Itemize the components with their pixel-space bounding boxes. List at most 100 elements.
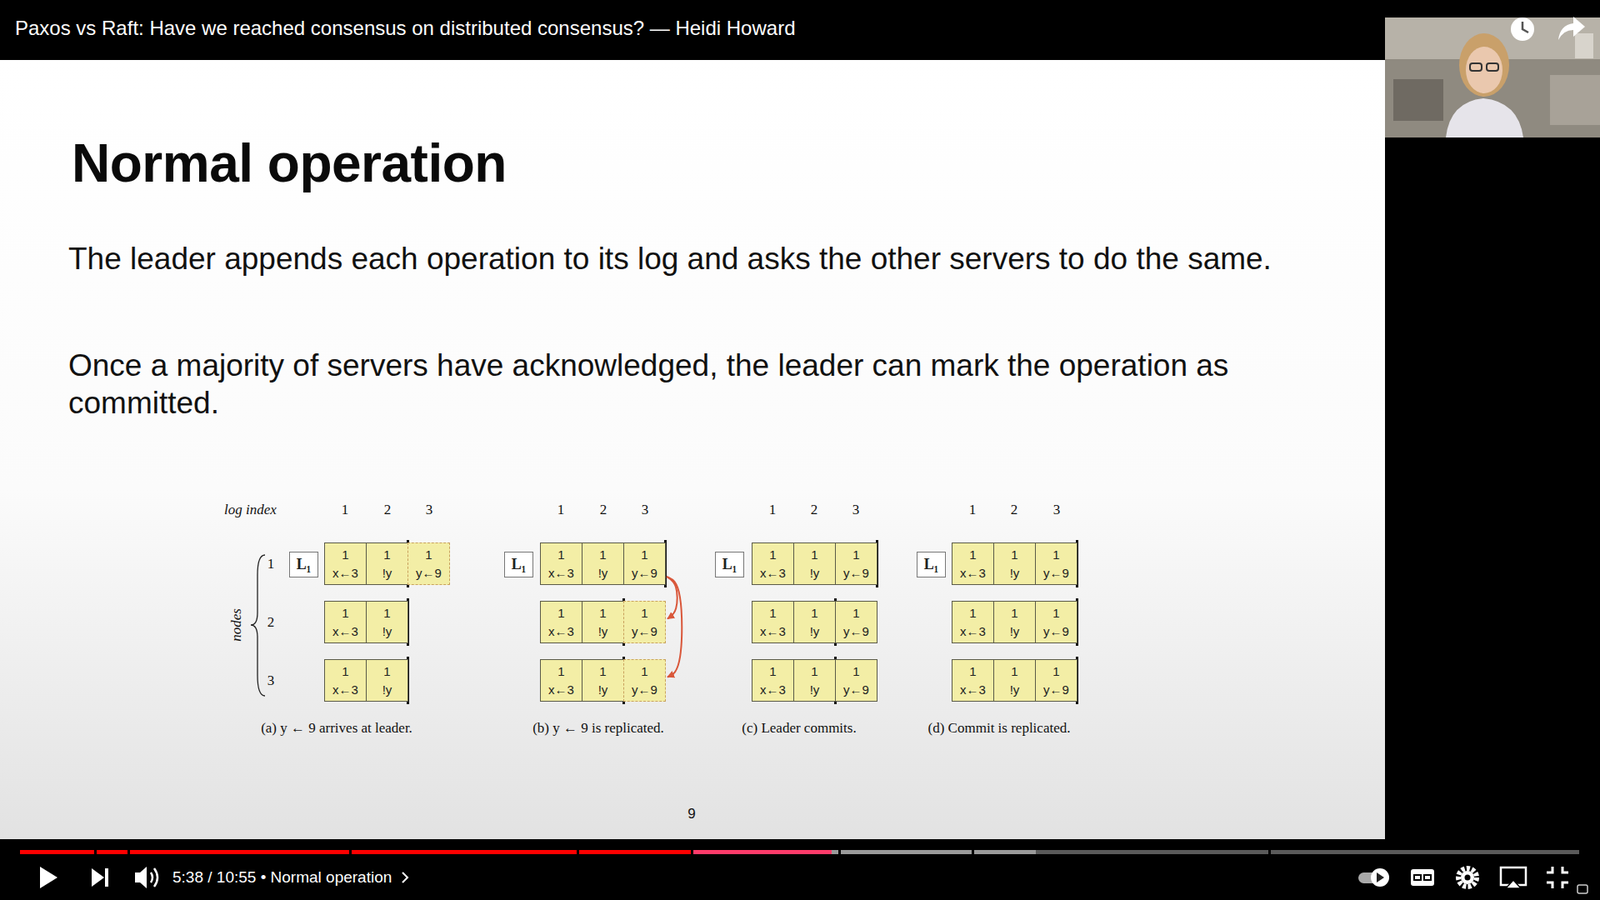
label-text: 2 <box>810 501 819 518</box>
label-text: nodes <box>228 608 245 642</box>
log-entry: 1y←9 <box>1035 542 1078 585</box>
video-title: Paxos vs Raft: Have we reached consensus… <box>15 16 795 40</box>
term-number: 1 <box>810 664 818 679</box>
term-number: 1 <box>599 605 606 620</box>
term-number: 1 <box>810 605 818 620</box>
webcam <box>1385 17 1600 138</box>
term-number: 1 <box>1010 605 1018 620</box>
term-number: 1 <box>341 664 349 679</box>
log-command: !y <box>810 624 820 639</box>
log-entry: 1y←9 <box>407 542 450 585</box>
chapter-chevron <box>398 869 412 886</box>
label-text: Once a majority of servers have acknowle… <box>68 348 1229 420</box>
log-entry: 1y←9 <box>835 600 878 644</box>
log-entry: 1 !y <box>793 600 836 644</box>
label-text: 3 <box>1053 501 1061 518</box>
leader-label: L₁ <box>296 555 311 574</box>
log-command: !y <box>810 565 820 580</box>
leader-marker: L₁ <box>715 551 745 578</box>
body-text: Once a majority of servers have acknowle… <box>68 346 1294 422</box>
log-entry: 1 !y <box>581 659 625 702</box>
slide-number: 9 <box>687 805 695 823</box>
settings-icon <box>1458 868 1477 887</box>
log-command: !y <box>1010 565 1020 580</box>
label-text: 2 <box>384 501 392 518</box>
slide-title: Normal operation <box>71 132 507 195</box>
log-entry: 1y←9 <box>835 659 878 702</box>
label-text: (d) Commit is replicated. <box>928 720 1071 736</box>
term-number: 1 <box>1010 664 1018 679</box>
label-text: (a) y ← 9 arrives at leader. <box>260 720 413 736</box>
term-number: 1 <box>599 664 606 679</box>
log-entry: 1!y <box>993 659 1036 702</box>
log-command: !y <box>1010 624 1020 639</box>
log-command: y←9 <box>415 565 442 580</box>
log-entry: 1y←9 <box>623 659 666 702</box>
autoplay-toggle <box>1358 868 1390 887</box>
log-entry: 1x←3 <box>751 600 795 644</box>
log-index-number: 3 <box>425 501 434 519</box>
label-text: 2 <box>600 501 608 518</box>
log-index-number: 3 <box>852 501 860 519</box>
node-number: 1 <box>267 555 275 573</box>
log-entry: 1 !y <box>993 600 1036 644</box>
log-command: x←3 <box>548 682 575 697</box>
label-text: 5:38 / 10:55 • Normal operation <box>172 868 392 887</box>
log-entry: 1x←3 <box>951 542 995 585</box>
label-text: 2 <box>267 614 275 630</box>
term-number: 1 <box>640 605 648 620</box>
term-number: 1 <box>769 605 776 620</box>
log-index-number: 2 <box>600 501 608 519</box>
log-command: x←3 <box>332 682 359 697</box>
label-text: The leader appends each operation to its… <box>68 241 1272 276</box>
log-command: x←3 <box>332 565 359 580</box>
panel-caption: (c) Leader commits. <box>741 720 856 737</box>
log-command: !y <box>810 682 820 697</box>
term-number: 1 <box>640 664 648 679</box>
axis-label: log index <box>224 501 277 519</box>
node-number: 2 <box>267 614 275 631</box>
log-command: x←3 <box>960 682 986 697</box>
label-text: 2 <box>1010 501 1019 518</box>
panel-caption: (d) Commit is replicated. <box>928 720 1071 737</box>
term-number: 1 <box>1052 605 1060 620</box>
label-text: 1 <box>557 501 565 518</box>
log-entry: 1y←9 <box>1035 600 1078 644</box>
leader-label: L₁ <box>924 555 939 574</box>
log-command: y←9 <box>843 565 870 580</box>
log-command: x←3 <box>760 624 786 639</box>
label-text: Paxos vs Raft: Have we reached consensus… <box>15 16 795 40</box>
log-command: y←9 <box>1043 624 1070 639</box>
leader-marker: L₁ <box>916 551 946 578</box>
log-index-number: 2 <box>810 501 819 519</box>
log-command: y←9 <box>631 565 658 580</box>
term-number: 1 <box>599 547 606 562</box>
volume-icon <box>135 866 158 889</box>
term-number: 1 <box>341 605 349 620</box>
term-number: 1 <box>640 547 648 562</box>
log-command: !y <box>382 624 393 639</box>
log-entry: 1!y <box>365 600 409 644</box>
log-entry: 1x←3 <box>324 659 367 702</box>
term-number: 1 <box>557 605 565 620</box>
log-entry: 1x←3 <box>324 600 367 644</box>
label-text: log index <box>224 501 277 518</box>
log-command: !y <box>598 682 609 697</box>
label-text: (c) Leader commits. <box>741 720 856 736</box>
log-entry: 1x←3 <box>540 600 583 644</box>
log-command: y←9 <box>843 682 870 697</box>
label-text: 3 <box>267 672 275 689</box>
log-index-number: 3 <box>1053 501 1061 519</box>
play-icon <box>40 866 58 889</box>
label-text: 1 <box>769 501 777 518</box>
log-entry: 1x←3 <box>324 542 367 585</box>
node-number: 3 <box>267 672 275 690</box>
clock-icon <box>1510 17 1535 41</box>
log-command: x←3 <box>960 565 986 580</box>
term-number: 1 <box>969 605 976 620</box>
log-command: y←9 <box>631 624 658 639</box>
term-number: 1 <box>810 547 818 562</box>
progress-bar <box>20 848 1580 856</box>
term-number: 1 <box>769 547 776 562</box>
